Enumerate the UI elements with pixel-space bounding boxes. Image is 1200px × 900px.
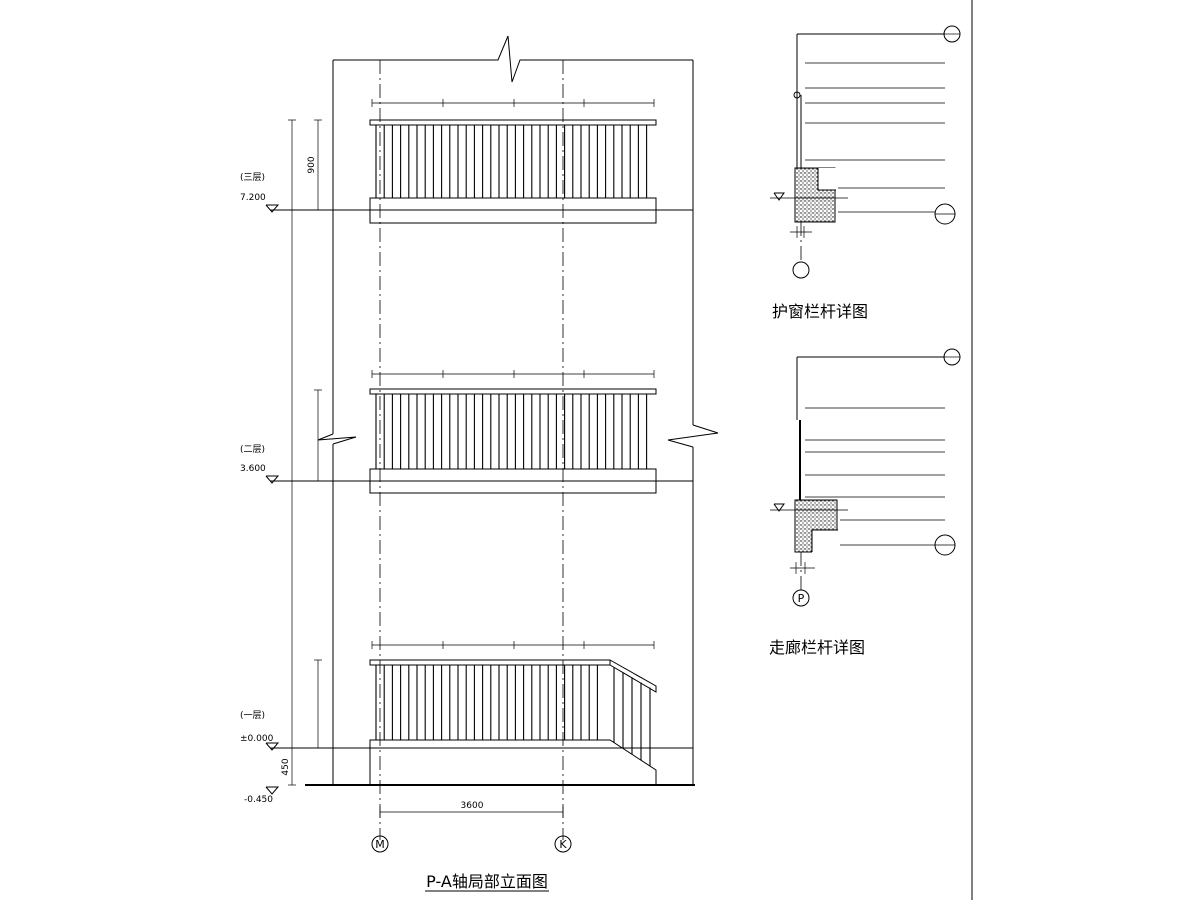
svg-text:3.600: 3.600	[240, 464, 266, 474]
railing-middle	[369, 370, 657, 494]
detail2-title: 走廊栏杆详图	[769, 638, 865, 657]
level-marker-3: (三层) 7.200	[240, 172, 280, 213]
level-marker-ground: -0.450	[244, 786, 280, 805]
svg-text:450: 450	[281, 758, 291, 775]
svg-text:-0.450: -0.450	[244, 795, 273, 805]
vertical-dimensions: 900 450	[281, 119, 322, 786]
svg-text:7.200: 7.200	[240, 193, 266, 203]
railing-upper	[369, 99, 657, 224]
detail1-title: 护窗栏杆详图	[772, 302, 868, 321]
svg-text:(三层): (三层)	[240, 172, 265, 183]
elevation-title: P-A轴局部立面图	[426, 872, 548, 891]
detail-window-railing: 护窗栏杆详图	[770, 25, 961, 321]
level-marker-2: (二层) 3.600	[240, 444, 280, 484]
svg-text:900: 900	[307, 156, 317, 173]
axis-label-m: M	[375, 838, 385, 851]
svg-text:(一层): (一层)	[240, 710, 265, 721]
detail-corridor-railing: P 走廊栏杆详图	[769, 348, 961, 657]
axis-label-k: K	[559, 838, 567, 851]
svg-text:±0.000: ±0.000	[240, 734, 274, 744]
level-marker-1: (一层) ±0.000	[240, 710, 280, 751]
axis-bubble-k	[554, 835, 572, 853]
axis-bubble-m	[371, 835, 389, 853]
axis-label-p: P	[798, 592, 805, 605]
bottom-dimension: 3600	[461, 801, 484, 811]
svg-text:(二层): (二层)	[240, 444, 265, 455]
elevation-drawing: M K	[240, 35, 719, 892]
railing-lower	[369, 641, 657, 785]
